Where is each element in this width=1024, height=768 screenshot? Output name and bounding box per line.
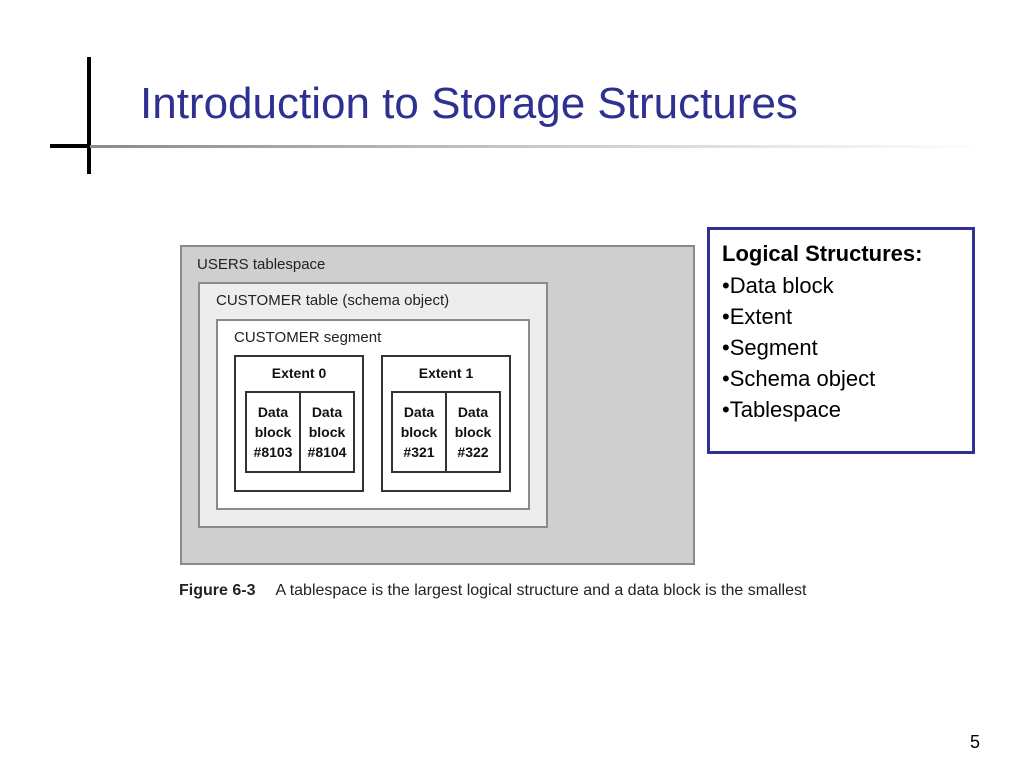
figure-caption-text: A tablespace is the largest logical stru…: [275, 582, 807, 599]
tablespace-label: USERS tablespace: [197, 256, 326, 273]
data-block-322: Data block #322: [445, 391, 501, 473]
figure-caption: Figure 6-3 A tablespace is the largest lo…: [179, 582, 806, 600]
extent-1-label: Extent 1: [418, 365, 474, 381]
list-item: •Tablespace: [722, 397, 842, 422]
table-label: CUSTOMER table (schema object): [216, 292, 450, 309]
data-block-8104: Data block #8104: [299, 391, 355, 473]
list-item: •Data block: [722, 273, 834, 298]
extent-0-label: Extent 0: [271, 365, 327, 381]
title-decoration-horizontal-line: [50, 144, 90, 148]
logical-structures-box: Logical Structures: •Data block •Extent …: [707, 227, 975, 454]
logical-structures-heading: Logical Structures:: [722, 241, 923, 266]
slide-title: Introduction to Storage Structures: [140, 79, 798, 128]
list-item: •Extent: [722, 304, 793, 329]
list-item: •Segment: [722, 335, 818, 360]
data-block-8103: Data block #8103: [245, 391, 301, 473]
list-item: •Schema object: [722, 366, 876, 391]
data-block-321: Data block #321: [391, 391, 447, 473]
logical-structures-list: •Data block •Extent •Segment •Schema obj…: [722, 270, 960, 425]
figure-number: Figure 6-3: [179, 582, 256, 599]
page-number: 5: [970, 732, 981, 752]
title-decoration-vertical-line: [87, 57, 91, 174]
title-underline-rule: [90, 145, 990, 148]
segment-label: CUSTOMER segment: [234, 329, 382, 346]
